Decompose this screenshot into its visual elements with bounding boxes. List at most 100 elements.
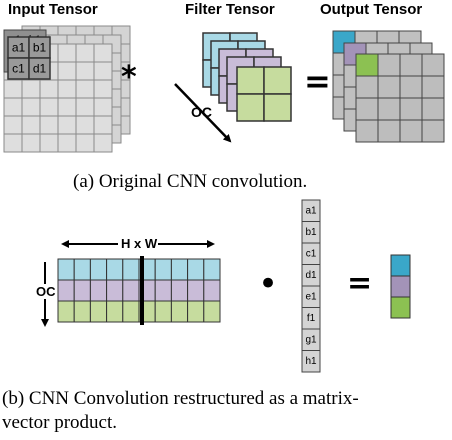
- result-cell: [390, 296, 411, 319]
- input-grid-cell: [57, 43, 77, 63]
- matrix-cell: [89, 279, 108, 302]
- output-green-cell: [355, 53, 379, 77]
- matrix-cell: [89, 258, 108, 281]
- equals-symbol-b: =: [347, 266, 373, 301]
- input-grid-cell: [3, 115, 23, 135]
- input-grid-cell: [75, 79, 95, 99]
- matrix-cell: [57, 300, 75, 323]
- result-cell: [390, 275, 411, 298]
- caption-b-line2: vector product.: [2, 412, 118, 433]
- input-grid-cell: [93, 61, 113, 81]
- matrix-cell: [187, 258, 205, 281]
- input-grid-cell: [39, 133, 59, 153]
- output-front-layer-cell: [355, 75, 379, 99]
- matrix-cell: [106, 258, 124, 281]
- matrix-cell: [187, 300, 205, 323]
- matrix-cell: [203, 279, 221, 302]
- equals-symbol-a: =: [304, 62, 331, 100]
- input-grid-cell: [57, 97, 77, 117]
- output-front-layer-cell: [421, 119, 445, 143]
- result-cell: [390, 254, 411, 277]
- input-grid-cell: [75, 115, 95, 135]
- input-window-label: a1: [12, 41, 26, 55]
- filter-tensor-title: Filter Tensor: [185, 1, 275, 18]
- matrix-cell: [73, 300, 91, 323]
- matrix-cell: [170, 279, 189, 302]
- input-grid-cell: [57, 79, 77, 99]
- matrix-cell: [203, 300, 221, 323]
- matrix-cell: [170, 300, 189, 323]
- matrix-cell: [57, 258, 75, 281]
- vector-label: c1: [306, 249, 317, 260]
- input-grid-cell: [3, 133, 23, 153]
- output-front-layer-cell: [421, 53, 445, 77]
- output-tensor: [332, 30, 445, 143]
- output-tensor-title: Output Tensor: [320, 1, 423, 18]
- input-grid-cell: [93, 43, 113, 63]
- input-grid-cell: [75, 97, 95, 117]
- input-grid-cell: [21, 115, 41, 135]
- hw-label: H x W: [121, 236, 158, 251]
- output-front-layer-cell: [377, 53, 401, 77]
- matrix-cell: [57, 279, 75, 302]
- vector-label: b1: [305, 227, 317, 238]
- input-grid-cell: [57, 61, 77, 81]
- output-vector: [390, 254, 411, 319]
- input-grid-cell: [21, 97, 41, 117]
- vector-label: f1: [307, 313, 316, 324]
- output-front-layer-cell: [399, 53, 423, 77]
- filter-layer-cell: [236, 66, 265, 95]
- input-window-label: d1: [33, 62, 47, 76]
- matrix-cell: [187, 279, 205, 302]
- vector-cell: [301, 350, 321, 373]
- input-grid-cell: [39, 97, 59, 117]
- input-grid-cell: [39, 79, 59, 99]
- matrix-cell: [203, 258, 221, 281]
- input-window-label: c1: [12, 62, 25, 76]
- matrix-cell: [122, 300, 140, 323]
- input-grid-cell: [93, 79, 113, 99]
- oc-label-a: OC: [191, 104, 212, 120]
- vector-label: e1: [305, 292, 317, 303]
- vector-label: d1: [305, 270, 317, 281]
- input-grid-cell: [39, 115, 59, 135]
- input-grid-cell: [93, 97, 113, 117]
- input-grid-cell: [75, 43, 95, 63]
- vector-label: a1: [305, 206, 317, 217]
- input-grid-cell: [93, 115, 113, 135]
- output-front-layer-cell: [399, 97, 423, 121]
- input-grid-cell: [21, 79, 41, 99]
- matrix-cell: [106, 279, 124, 302]
- input-tensor-title: Input Tensor: [8, 1, 98, 18]
- matrix-cell: [170, 258, 189, 281]
- input-grid-cell: [3, 79, 23, 99]
- matrix-cell: [154, 279, 172, 302]
- output-front-layer-cell: [377, 75, 401, 99]
- input-grid-cell: [57, 133, 77, 153]
- dot-product-symbol: •: [258, 264, 279, 304]
- output-front-layer-cell: [421, 75, 445, 99]
- input-window-label: b1: [33, 41, 47, 55]
- matrix-cell: [89, 300, 108, 323]
- convolution-symbol: *: [121, 60, 137, 95]
- filter-layer-cell: [263, 93, 292, 122]
- input-grid-cell: [75, 61, 95, 81]
- output-front-layer-cell: [355, 97, 379, 121]
- input-grid-cell: [21, 133, 41, 153]
- oc-label-b: OC: [35, 284, 57, 299]
- input-tensor: a1b1c1a1b1c1d1: [3, 25, 131, 153]
- caption-a: (a) Original CNN convolution.: [73, 171, 308, 192]
- vector-label: h1: [305, 356, 317, 367]
- output-front-layer-cell: [355, 119, 379, 143]
- input-grid-cell: [75, 133, 95, 153]
- caption-b-line1: (b) CNN Convolution restructured as a ma…: [2, 388, 359, 409]
- matrix-cell: [122, 279, 140, 302]
- matrix-cell: [154, 300, 172, 323]
- matrix-cell: [73, 258, 91, 281]
- filter-matrix: [57, 256, 221, 325]
- matrix-cell: [154, 258, 172, 281]
- matrix-cell: [73, 279, 91, 302]
